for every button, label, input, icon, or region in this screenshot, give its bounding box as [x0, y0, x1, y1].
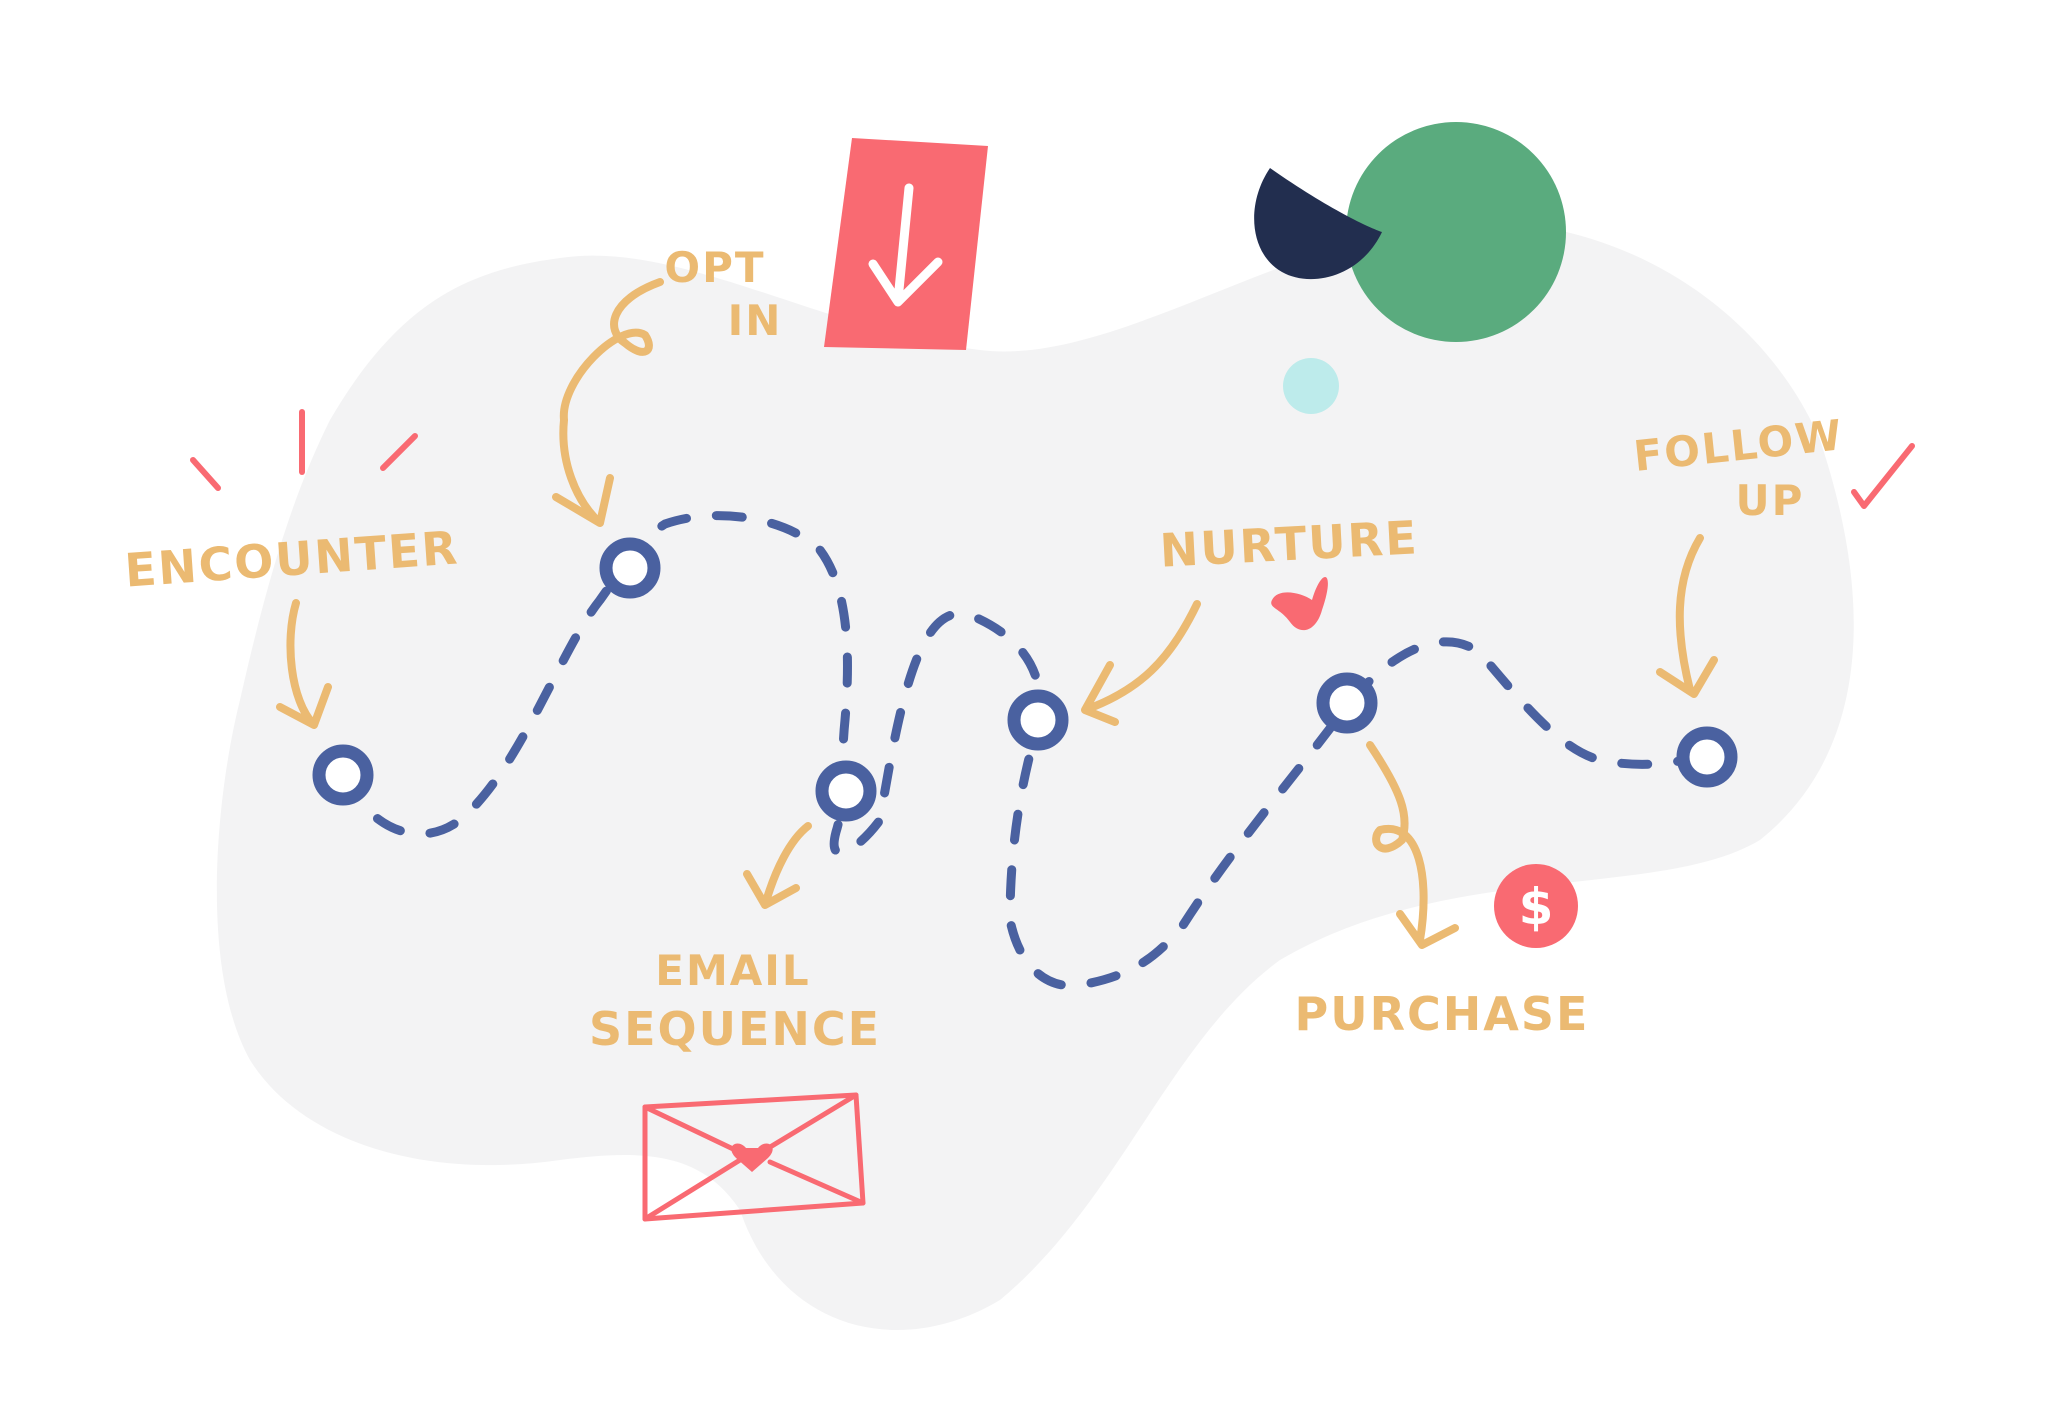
navy-half-moon-icon [1254, 168, 1382, 280]
cyan-dot-icon [1283, 358, 1339, 414]
pointer-arrows [276, 278, 1718, 949]
email-sequence-arrow [743, 822, 812, 909]
coin-symbol: $ [1519, 878, 1554, 936]
encounter-arrow [276, 599, 332, 729]
opt-in-arrow [552, 278, 664, 527]
green-circle-icon [1346, 122, 1566, 342]
dollar-coin-icon: $ [1494, 864, 1578, 948]
purchase-arrow [1366, 741, 1459, 949]
stage-label-email-sequence-line-2: SEQUENCE [589, 1002, 881, 1056]
sparkle-lines-icon [190, 409, 418, 491]
background-blob [216, 221, 1854, 1330]
stage-label-email-sequence-line-1: EMAIL [655, 946, 810, 995]
download-card-icon [824, 138, 988, 350]
journey-node-encounter [312, 744, 374, 806]
envelope-icon [642, 1092, 866, 1222]
stage-label-follow-up-line-2: UP [1736, 476, 1805, 525]
checkmark-icon [1851, 443, 1915, 509]
journey-node-follow-up [1676, 726, 1738, 788]
follow-up-arrow [1656, 534, 1718, 698]
stage-label-opt-in-line-2: IN [728, 296, 783, 345]
journey-node-nurture [1007, 689, 1069, 751]
heart-icon [1271, 577, 1328, 631]
journey-node-opt-in [599, 537, 661, 599]
stage-label-opt-in-line-1: OPT [664, 243, 765, 292]
stage-label-purchase: PURCHASE [1295, 987, 1590, 1041]
journey-node-email-sequence [815, 760, 877, 822]
journey-node-purchase [1316, 672, 1378, 734]
journey-nodes [312, 537, 1738, 822]
nurture-arrow [1081, 600, 1201, 726]
